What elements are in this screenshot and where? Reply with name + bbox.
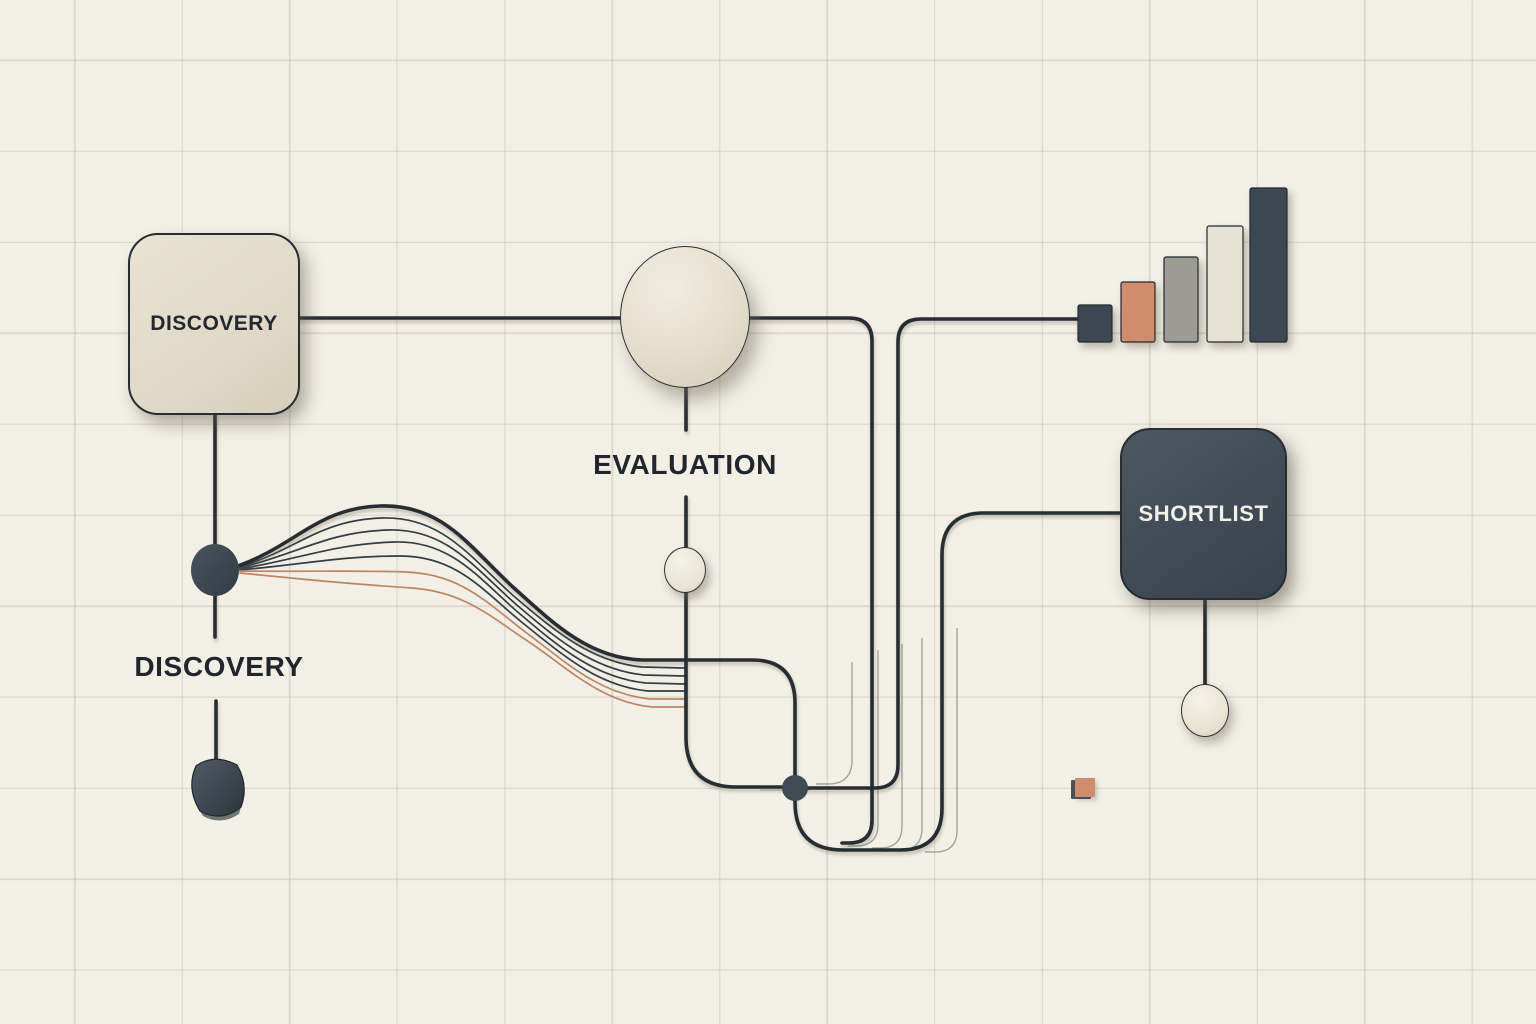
- evaluation-label: EVALUATION: [593, 449, 777, 480]
- bundle-line: [239, 572, 685, 708]
- bar: [1077, 304, 1113, 343]
- echo-lines: [760, 628, 958, 853]
- bundle-line: [239, 570, 685, 700]
- shortlist-box: SHORTLIST: [1120, 428, 1287, 600]
- connector-shortlist: [236, 504, 1122, 852]
- connector-bar-chart: [793, 317, 1080, 790]
- discovery-pebble-icon: [191, 758, 245, 817]
- discovery-stage-label: DISCOVERY: [134, 651, 304, 682]
- bundle-line: [239, 555, 685, 692]
- bundle-line: [239, 517, 685, 669]
- junction-dot: [782, 775, 808, 801]
- bar: [1120, 281, 1156, 343]
- echo-line: [872, 644, 903, 849]
- connector-discovery-right: [298, 316, 874, 845]
- bar-chart-icon: [1077, 187, 1288, 343]
- echo-line: [925, 628, 958, 853]
- bar: [1163, 256, 1199, 343]
- bar: [1249, 187, 1288, 343]
- accent-square-icon: [1075, 778, 1095, 797]
- bundle-line: [239, 541, 685, 685]
- evaluation-circle: [620, 246, 750, 388]
- discovery-box: DISCOVERY: [128, 233, 300, 415]
- discovery-pebble-facet: [200, 807, 241, 821]
- shortlist-node-circle: [1181, 684, 1229, 737]
- discovery-box-label: DISCOVERY: [150, 312, 278, 335]
- bar: [1206, 225, 1244, 343]
- wavy-bundle: [239, 517, 685, 708]
- echo-line: [848, 650, 879, 847]
- shortlist-label: SHORTLIST: [1138, 501, 1269, 526]
- main-connectors: [213, 316, 1207, 852]
- evaluation-node-circle: [664, 547, 706, 593]
- bundle-line: [239, 529, 685, 677]
- echo-line: [816, 662, 853, 785]
- connector-evaluation-lower: [684, 589, 786, 789]
- discovery-node: [191, 544, 239, 596]
